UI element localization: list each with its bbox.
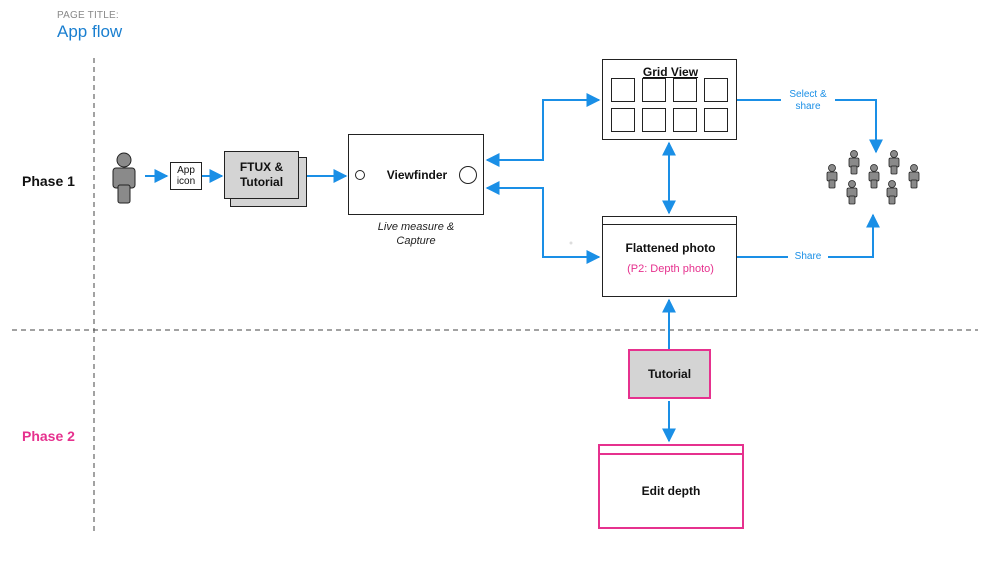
app-icon-label: App icon — [176, 165, 196, 187]
shutter-small-circle-icon — [355, 170, 365, 180]
edit-depth-title: Edit depth — [641, 484, 701, 498]
ftux-tutorial-node: FTUX & Tutorial — [224, 151, 299, 199]
select-share-label: Select & share — [781, 89, 835, 113]
grid-thumbnails — [611, 78, 728, 132]
grid-thumbnail — [642, 78, 666, 102]
grid-thumbnail — [611, 78, 635, 102]
grid-view-title: Grid View — [642, 65, 699, 79]
edit-depth-node: Edit depth — [598, 444, 744, 529]
arrow-viewfinder-grid — [485, 93, 601, 167]
grid-thumbnail — [642, 108, 666, 132]
viewfinder-caption: Live measure & Capture — [377, 221, 455, 247]
phase-2-label: Phase 2 — [22, 428, 75, 444]
viewfinder-label: Viewfinder — [386, 167, 448, 182]
window-title-bar — [600, 453, 742, 455]
grid-view-node: Grid View — [602, 59, 737, 140]
page-title-label: PAGE TITLE: — [57, 10, 119, 21]
ftux-tutorial-label: FTUX & Tutorial — [239, 160, 284, 189]
page-title: App flow — [57, 22, 123, 41]
grid-thumbnail — [611, 108, 635, 132]
flattened-photo-title: Flattened photo — [625, 241, 716, 255]
flattened-photo-node: Flattened photo (P2: Depth photo) — [602, 216, 737, 297]
user-group-icon — [826, 150, 920, 205]
window-title-bar — [603, 224, 736, 225]
phase-1-label: Phase 1 — [22, 173, 75, 189]
depth-photo-note: (P2: Depth photo) — [627, 263, 714, 275]
viewfinder-node: Viewfinder — [348, 134, 484, 215]
tutorial-label: Tutorial — [647, 367, 692, 381]
shutter-button-icon — [459, 166, 477, 184]
grid-thumbnail — [704, 78, 728, 102]
arrow-viewfinder-flattened — [485, 181, 601, 264]
share-label: Share — [788, 251, 828, 263]
grid-thumbnail — [673, 108, 697, 132]
app-icon-node: App icon — [170, 162, 202, 190]
grid-thumbnail — [704, 108, 728, 132]
user-icon — [112, 152, 136, 204]
arrow-flattened-to-group — [737, 213, 880, 258]
grid-thumbnail — [673, 78, 697, 102]
tutorial-node: Tutorial — [628, 349, 711, 399]
